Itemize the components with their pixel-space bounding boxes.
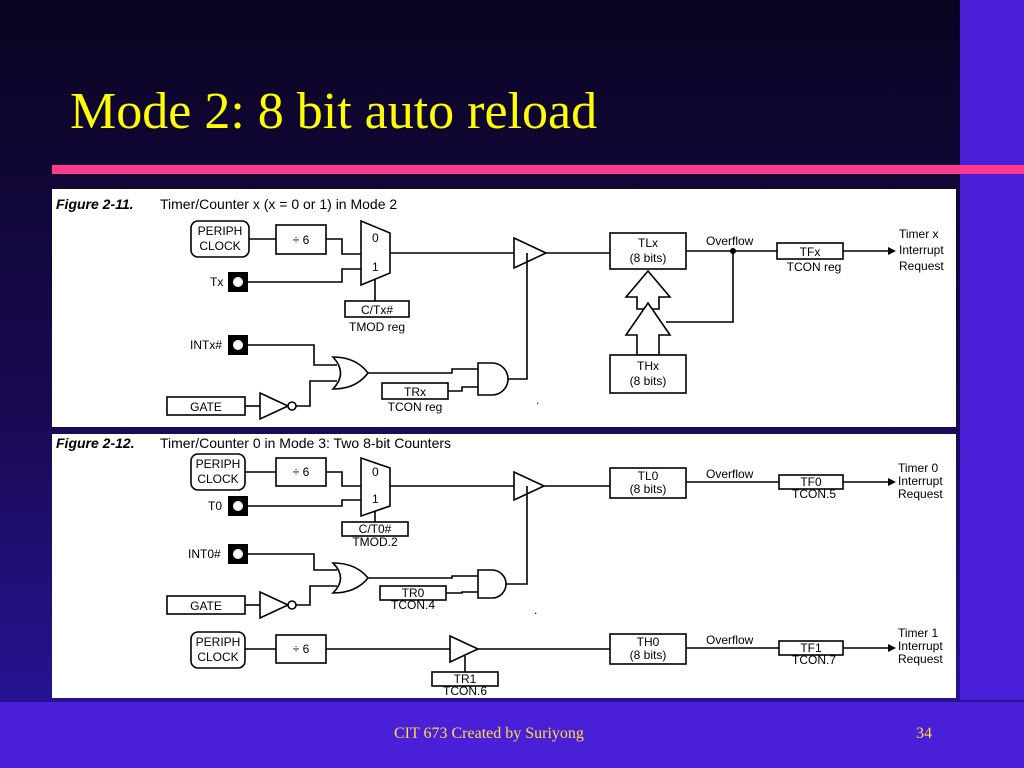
figure-2-11-number: Figure 2-11. xyxy=(56,196,134,212)
figure-2-12-caption: Timer/Counter 0 in Mode 3: Two 8-bit Cou… xyxy=(160,435,451,451)
stray-dot: . xyxy=(536,393,539,407)
title-underline xyxy=(52,165,1024,174)
gate-inverter xyxy=(259,391,290,421)
thx-label: THx xyxy=(637,359,659,373)
figure-2-11-diagram: Figure 2-11. Timer/Counter x (x = 0 or 1… xyxy=(56,196,944,421)
periph-clock-t0-label-1: PERIPH xyxy=(196,457,241,471)
slide-page-number: 34 xyxy=(916,725,932,742)
tl0-register xyxy=(609,467,687,499)
bottom-accent-bar xyxy=(0,702,1024,768)
tx-pin-label: Tx xyxy=(210,275,223,289)
divide-by-6-label: ÷ 6 xyxy=(293,233,310,247)
th0-label: TH0 xyxy=(637,635,660,649)
th0-register xyxy=(609,633,687,665)
tlx-bits-label: (8 bits) xyxy=(630,251,667,265)
divide-by-6-th0-label: ÷ 6 xyxy=(293,642,310,656)
figure-2-11-caption: Timer/Counter x (x = 0 or 1) in Mode 2 xyxy=(160,196,397,212)
gate-label: GATE xyxy=(190,400,222,414)
or-gate-t0 xyxy=(331,562,370,594)
periph-clock-label-1: PERIPH xyxy=(198,224,243,238)
periph-clock-th0-label-1: PERIPH xyxy=(196,635,241,649)
tr1-bit-box xyxy=(431,671,499,687)
divide-by-6-box xyxy=(275,224,327,255)
tr1-bit-label: TR1 xyxy=(454,672,477,686)
ct0-bit-box xyxy=(341,521,409,537)
ctx-bit-box xyxy=(344,300,410,318)
t0-pin-label: T0 xyxy=(208,499,222,513)
mux-t0-input-1: 1 xyxy=(372,492,379,506)
control-buffer-th0 xyxy=(449,634,480,664)
mux-t0-input-0: 0 xyxy=(372,465,379,479)
figure-2-12-number: Figure 2-12. xyxy=(56,435,135,451)
periph-clock-label-2: CLOCK xyxy=(199,239,240,253)
tl0-label: TL0 xyxy=(638,469,659,483)
gate-inverter-t0 xyxy=(259,590,290,620)
tl0-bits-label: (8 bits) xyxy=(630,482,667,496)
gate-t0-label: GATE xyxy=(190,599,222,613)
periph-clock-box-th0 xyxy=(190,631,246,669)
divide-by-6-t0-label: ÷ 6 xyxy=(293,465,310,479)
mux-t0 xyxy=(360,456,391,518)
timer1-interrupt-label-1: Timer 1 xyxy=(898,626,939,640)
intx-pin-label: INTx# xyxy=(190,338,222,352)
tmod-reg-label: TMOD reg xyxy=(349,320,405,334)
tf0-flag-label: TF0 xyxy=(800,475,822,489)
slide-title: Mode 2: 8 bit auto reload xyxy=(70,83,598,140)
tlx-register xyxy=(609,232,687,270)
timer0-interrupt-label-3: Request xyxy=(898,487,943,501)
timer1-interrupt-label-3: Request xyxy=(898,652,943,666)
and-gate-t0 xyxy=(477,569,507,599)
tmod2-label: TMOD.2 xyxy=(352,535,398,549)
divide-by-6-box-th0 xyxy=(275,634,327,664)
slide-footer: CIT 673 Created by Suriyong xyxy=(394,725,584,742)
tlx-label: TLx xyxy=(638,236,658,250)
overflow-t0-label: Overflow xyxy=(706,467,754,481)
interrupt-label-1: Timer x xyxy=(899,227,939,241)
overflow-th0-label: Overflow xyxy=(706,633,754,647)
divide-by-6-box-t0 xyxy=(275,457,327,487)
int0-pin-label: INT0# xyxy=(188,547,221,561)
interrupt-label-3: Request xyxy=(899,259,944,273)
timer0-interrupt-label-2: Interrupt xyxy=(898,474,943,488)
and-gate xyxy=(477,362,509,396)
tcon4-label: TCON.4 xyxy=(391,598,435,612)
figure-2-12-panel: Figure 2-12. Timer/Counter 0 in Mode 3: … xyxy=(52,434,956,698)
tcon7-label: TCON.7 xyxy=(792,653,836,667)
thx-bits-label: (8 bits) xyxy=(630,374,667,388)
mux-input-1: 1 xyxy=(372,260,379,274)
tcon5-label: TCON.5 xyxy=(792,487,836,501)
control-buffer-t0 xyxy=(513,470,546,502)
tr0-bit-label: TR0 xyxy=(402,586,425,600)
figure-2-12-diagram: Figure 2-12. Timer/Counter 0 in Mode 3: … xyxy=(56,435,943,698)
tcon-reg-label-2: TCON reg xyxy=(787,260,842,274)
tfx-flag-label: TFx xyxy=(800,245,821,259)
right-accent-bar xyxy=(960,0,1024,700)
thx-register xyxy=(609,354,687,394)
ctx-bit-label: C/Tx# xyxy=(361,303,393,317)
periph-clock-t0-label-2: CLOCK xyxy=(197,472,238,486)
overflow-label: Overflow xyxy=(706,234,754,248)
timer0-interrupt-label-1: Timer 0 xyxy=(898,461,939,475)
tcon6-label: TCON.6 xyxy=(443,684,487,698)
figure-2-11-panel: Figure 2-11. Timer/Counter x (x = 0 or 1… xyxy=(52,189,956,427)
stray-dot-2: . xyxy=(534,603,537,617)
ct0-bit-label: C/T0# xyxy=(359,522,392,536)
periph-clock-th0-label-2: CLOCK xyxy=(197,650,238,664)
tcon-reg-label-1: TCON reg xyxy=(388,400,443,414)
mux xyxy=(360,219,391,287)
interrupt-label-2: Interrupt xyxy=(899,243,944,257)
or-gate xyxy=(331,356,370,390)
timer1-interrupt-label-2: Interrupt xyxy=(898,639,943,653)
reload-arrow-lower xyxy=(624,301,672,356)
tf1-flag-label: TF1 xyxy=(800,641,822,655)
trx-bit-label: TRx xyxy=(404,385,426,399)
mux-input-0: 0 xyxy=(372,231,379,245)
control-buffer xyxy=(513,236,548,270)
th0-bits-label: (8 bits) xyxy=(630,648,667,662)
